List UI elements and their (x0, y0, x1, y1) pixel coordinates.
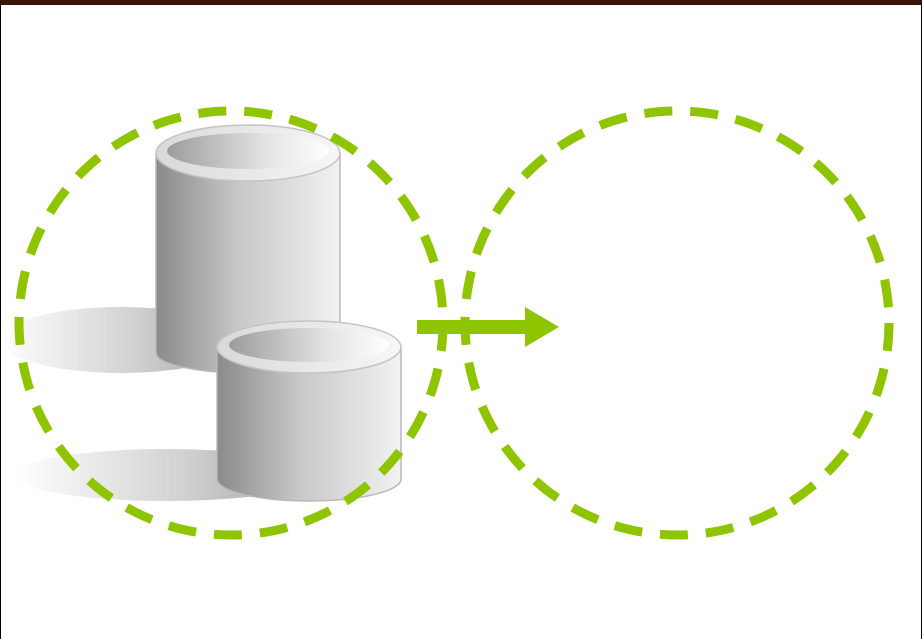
database-cylinder-large (155, 124, 341, 374)
database-cylinder-small (216, 320, 402, 502)
database-migration-diagram (1, 106, 894, 540)
right-arrow-icon (417, 307, 559, 347)
